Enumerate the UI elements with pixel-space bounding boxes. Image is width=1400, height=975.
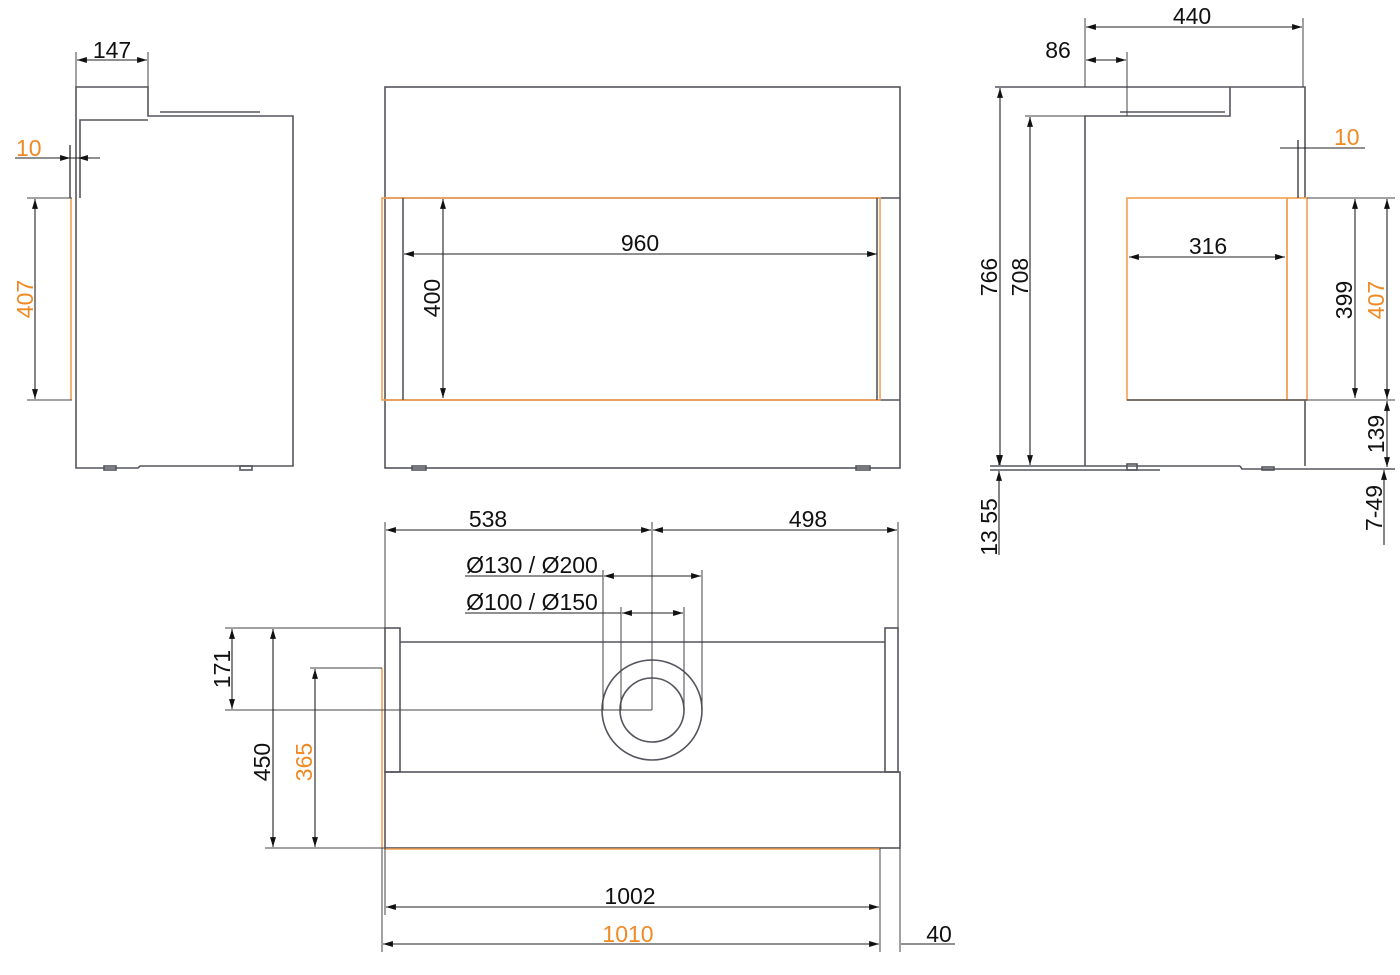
- dim-flue-inner: Ø100 / Ø150: [466, 589, 598, 615]
- side-view: 147 10 407: [12, 37, 294, 471]
- dim-right-glass-height: 399: [1331, 281, 1357, 319]
- dim-side-offset: 10: [16, 135, 42, 161]
- dim-plan-left-to-flue: 538: [469, 506, 507, 532]
- dim-side-opening-height: 407: [12, 280, 38, 318]
- dim-right-foot-left: 13 55: [976, 498, 1002, 556]
- dim-plan-inner-width: 1002: [604, 883, 655, 909]
- dim-plan-outer-width: 1010: [602, 921, 653, 947]
- dim-right-body-height: 708: [1007, 258, 1033, 296]
- dim-right-depth: 440: [1173, 3, 1211, 29]
- dim-flue-outer: Ø130 / Ø200: [466, 552, 598, 578]
- plan-view: 538 498 Ø130 / Ø200 Ø100 / Ø150 171 450 …: [209, 506, 955, 952]
- dim-front-height: 400: [419, 279, 445, 317]
- dim-right-opening-depth: 316: [1189, 233, 1227, 259]
- dim-plan-flue-depth: 171: [209, 650, 235, 688]
- dim-front-width: 960: [621, 230, 659, 256]
- dim-plan-total-depth: 450: [249, 743, 275, 781]
- dim-side-depth: 147: [93, 37, 131, 63]
- dim-right-base-height: 139: [1363, 415, 1389, 453]
- dim-right-foot-right: 7-49: [1361, 485, 1387, 531]
- dim-right-opening-height: 407: [1363, 281, 1389, 319]
- dim-right-total-height: 766: [976, 258, 1002, 296]
- dim-right-setback: 86: [1045, 37, 1071, 63]
- dim-plan-inner-depth: 365: [291, 743, 317, 781]
- dim-plan-flue-to-right: 498: [789, 506, 827, 532]
- dim-plan-frame: 40: [926, 921, 952, 947]
- right-view: 440 86 10 766 708 316 399 407 139 13 55 …: [976, 3, 1395, 556]
- front-view: 960 400: [381, 86, 901, 471]
- dim-right-offset: 10: [1334, 124, 1360, 150]
